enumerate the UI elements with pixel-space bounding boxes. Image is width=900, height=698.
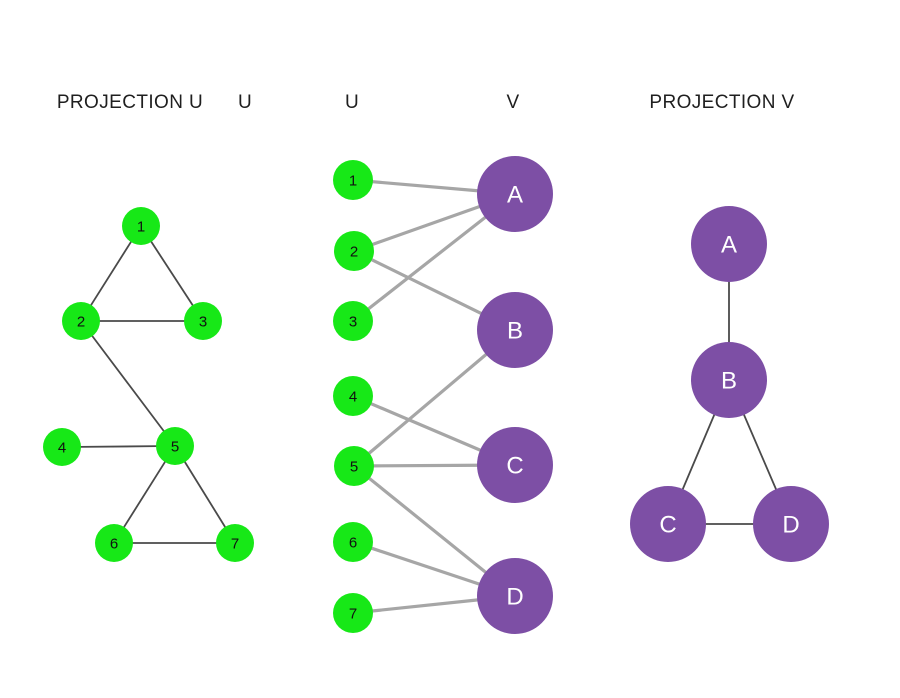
projection-v-node-label-B: B — [721, 368, 737, 395]
projection-v-node-circle-D[interactable] — [753, 486, 829, 562]
bipartite-v-node-label-B: B — [507, 318, 523, 345]
bipartite-v-node-label-D: D — [506, 584, 523, 611]
projection-v-nodes: A B C D — [630, 206, 829, 562]
edge-2-A — [369, 204, 483, 247]
bipartite-u-node-3[interactable] — [333, 301, 373, 341]
bipartite-v-node-A[interactable] — [477, 156, 553, 232]
projection-u-node-circle-4[interactable] — [43, 428, 81, 466]
bipartite-u-node-7[interactable] — [333, 593, 373, 633]
bipartite-v-node-circle-C[interactable] — [477, 427, 553, 503]
edge-B-D — [742, 412, 778, 492]
projection-u-node-circle-3[interactable] — [184, 302, 222, 340]
projection-u-nodes: 1 2 3 4 5 6 7 — [43, 207, 254, 562]
bipartite-u-node-circle-7[interactable] — [333, 593, 373, 633]
column-title-u-center: U — [345, 92, 359, 113]
edge-5-C — [370, 463, 481, 468]
bipartite-u-node-label-7: 7 — [349, 606, 357, 623]
projection-u-node-4[interactable] — [43, 428, 81, 466]
projection-v-node-label-D: D — [782, 512, 799, 539]
edge-4-5 — [78, 445, 159, 448]
column-title-projection-u: PROJECTION U — [57, 92, 203, 113]
bipartite-v-node-C[interactable] — [477, 427, 553, 503]
bipartite-v-node-label-A: A — [507, 182, 523, 209]
projection-v-node-B[interactable] — [691, 342, 767, 418]
bipartite-u-node-circle-6[interactable] — [333, 522, 373, 562]
projection-v-node-circle-A[interactable] — [691, 206, 767, 282]
projection-u-node-label-4: 4 — [58, 440, 66, 457]
edge-2-5 — [90, 334, 166, 433]
edge-2-B — [368, 257, 485, 316]
bipartite-u-node-6[interactable] — [333, 522, 373, 562]
bipartite-u-node-circle-3[interactable] — [333, 301, 373, 341]
bipartite-u-node-4[interactable] — [333, 376, 373, 416]
bipartite-v-nodes: A B C D — [477, 156, 553, 634]
projection-u-node-label-6: 6 — [110, 536, 118, 553]
projection-v-node-D[interactable] — [753, 486, 829, 562]
bipartite-u-node-label-3: 3 — [349, 314, 357, 331]
projection-u-node-2[interactable] — [62, 302, 100, 340]
projection-u-node-circle-5[interactable] — [156, 427, 194, 465]
projection-u-node-6[interactable] — [95, 524, 133, 562]
bipartite-u-node-2[interactable] — [334, 231, 374, 271]
projection-v-edges — [681, 279, 778, 525]
bipartite-v-node-label-C: C — [506, 453, 523, 480]
bipartite-u-node-circle-1[interactable] — [333, 160, 373, 200]
bipartite-u-node-label-4: 4 — [349, 389, 357, 406]
projection-u-node-circle-1[interactable] — [122, 207, 160, 245]
bipartite-u-node-label-5: 5 — [350, 459, 358, 476]
projection-u-node-1[interactable] — [122, 207, 160, 245]
projection-v-node-A[interactable] — [691, 206, 767, 282]
bipartite-v-node-circle-D[interactable] — [477, 558, 553, 634]
edge-7-D — [369, 598, 481, 613]
projection-u-node-label-5: 5 — [171, 439, 179, 456]
edge-4-C — [367, 401, 484, 453]
edge-5-D — [366, 475, 489, 575]
projection-u-node-label-1: 1 — [137, 219, 145, 236]
edge-6-D — [368, 546, 483, 587]
projection-u-node-circle-6[interactable] — [95, 524, 133, 562]
projection-v-node-label-C: C — [659, 512, 676, 539]
projection-u-node-label-3: 3 — [199, 314, 207, 331]
edge-5-6 — [122, 459, 167, 530]
bipartite-u-node-circle-5[interactable] — [334, 446, 374, 486]
column-title-v-center: V — [506, 92, 519, 113]
bipartite-u-node-1[interactable] — [333, 160, 373, 200]
projection-u-node-7[interactable] — [216, 524, 254, 562]
bipartite-v-node-B[interactable] — [477, 292, 553, 368]
edge-5-B — [366, 351, 490, 456]
edge-B-C — [681, 412, 716, 492]
bipartite-u-node-label-6: 6 — [349, 535, 357, 552]
projection-u-node-3[interactable] — [184, 302, 222, 340]
projection-u-node-circle-2[interactable] — [62, 302, 100, 340]
column-title-projection-v: PROJECTION V — [649, 92, 794, 113]
projection-u-node-label-7: 7 — [231, 536, 239, 553]
bipartite-u-nodes: 1 2 3 4 5 6 7 — [333, 160, 374, 633]
bipartite-v-node-D[interactable] — [477, 558, 553, 634]
projection-u-node-circle-7[interactable] — [216, 524, 254, 562]
column-titles: PROJECTION U U U V PROJECTION V — [57, 92, 794, 113]
bipartite-u-node-circle-2[interactable] — [334, 231, 374, 271]
edge-5-7 — [183, 459, 227, 530]
projection-u-node-5[interactable] — [156, 427, 194, 465]
bipartite-u-node-label-2: 2 — [350, 244, 358, 261]
column-title-u-left: U — [238, 92, 252, 113]
projection-u-edges — [78, 239, 227, 544]
bipartite-u-node-circle-4[interactable] — [333, 376, 373, 416]
projection-v-node-circle-B[interactable] — [691, 342, 767, 418]
bipartite-u-node-5[interactable] — [334, 446, 374, 486]
projection-v-node-C[interactable] — [630, 486, 706, 562]
bipartite-v-node-circle-A[interactable] — [477, 156, 553, 232]
projection-v-node-circle-C[interactable] — [630, 486, 706, 562]
edge-1-2 — [89, 239, 133, 308]
projection-v-node-label-A: A — [721, 232, 737, 259]
edge-1-3 — [149, 239, 195, 308]
projection-u-node-label-2: 2 — [77, 314, 85, 331]
bipartite-edges — [365, 179, 490, 613]
edge-3-A — [365, 214, 489, 312]
bipartite-u-node-label-1: 1 — [349, 173, 357, 190]
edge-1-A — [369, 179, 481, 193]
bipartite-v-node-circle-B[interactable] — [477, 292, 553, 368]
